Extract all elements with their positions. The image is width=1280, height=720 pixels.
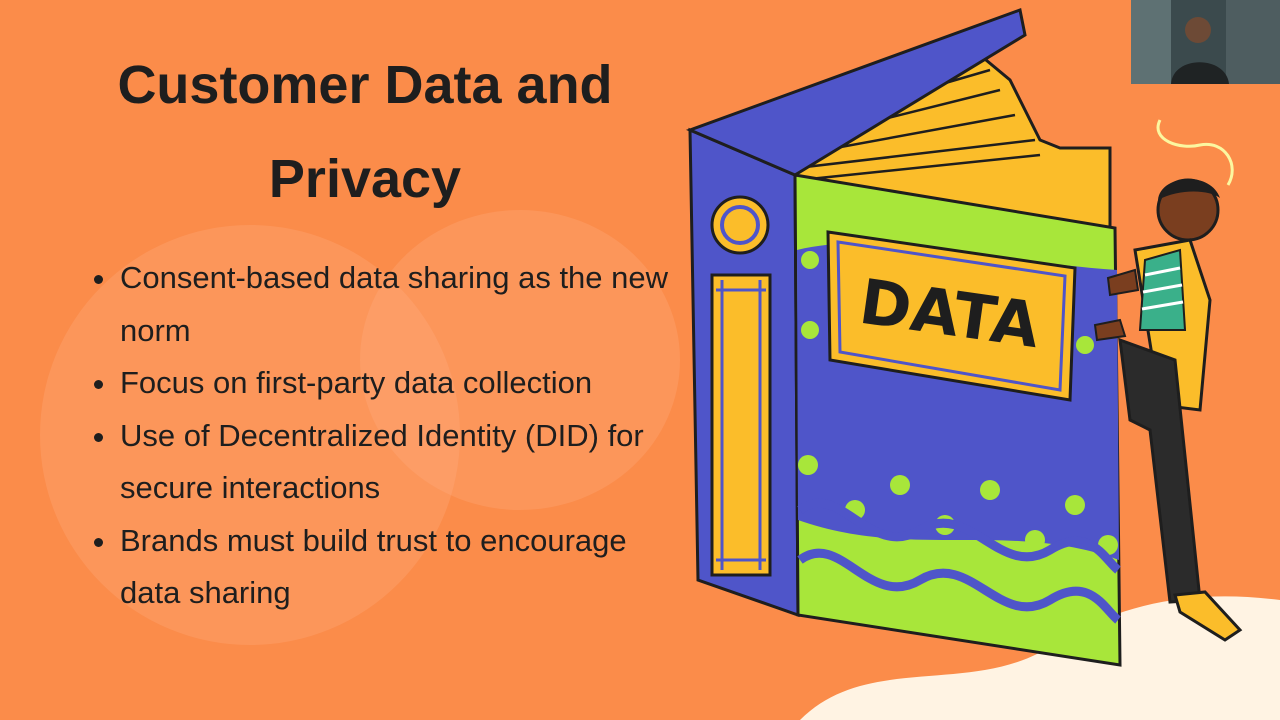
book-top-cover — [685, 7, 1027, 177]
bullet-item: Consent-based data sharing as the new no… — [90, 252, 690, 357]
slide-title: Customer Data and Privacy — [60, 38, 670, 226]
background-shape — [40, 225, 460, 645]
bullet-item: Focus on first-party data collection — [90, 357, 690, 410]
webcam-thumbnail — [1131, 0, 1280, 84]
bullet-item: Use of Decentralized Identity (DID) for … — [90, 410, 690, 515]
bullet-list: Consent-based data sharing as the new no… — [90, 252, 690, 620]
background-shape — [360, 210, 680, 510]
book-label: DATA — [826, 230, 1077, 402]
cream-wave-shape — [800, 596, 1280, 720]
slide-title-line1: Customer Data and — [117, 55, 613, 115]
bullet-item: Brands must build trust to encourage dat… — [90, 515, 690, 620]
data-book-illustration: DATA — [685, 7, 1280, 720]
slide-title-line2: Privacy — [268, 149, 462, 209]
book-wave — [797, 498, 1121, 574]
person-illustration — [1093, 119, 1243, 642]
